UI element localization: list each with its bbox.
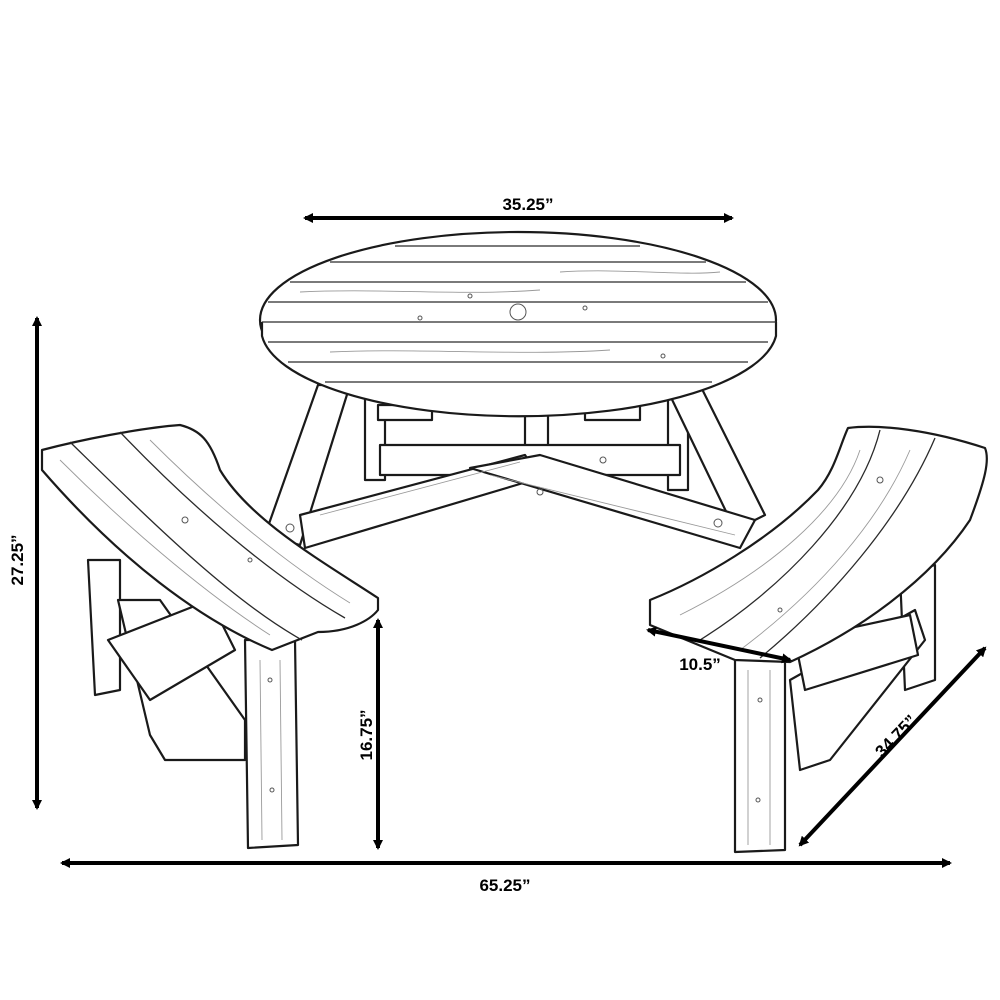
dimension-label: 10.5”	[679, 655, 721, 674]
table	[258, 230, 778, 550]
dimension-table-diameter: 35.25”	[303, 195, 734, 223]
dimension-label: 16.75”	[357, 709, 376, 760]
dimension-seat-height: 16.75”	[357, 618, 383, 850]
dimension-arrow	[646, 626, 792, 664]
dimension-overall-width: 65.25”	[60, 858, 952, 895]
dimension-label: 34.75”	[871, 711, 920, 761]
dimension-bench-depth: 10.5”	[646, 626, 792, 674]
table-top	[258, 230, 778, 418]
dimension-label: 65.25”	[479, 876, 530, 895]
dimension-overall-height: 27.25”	[8, 316, 42, 810]
left-bench	[40, 423, 380, 850]
dimension-label: 27.25”	[8, 534, 27, 585]
dimension-label: 35.25”	[502, 195, 553, 214]
dimension-arrow	[798, 646, 987, 847]
